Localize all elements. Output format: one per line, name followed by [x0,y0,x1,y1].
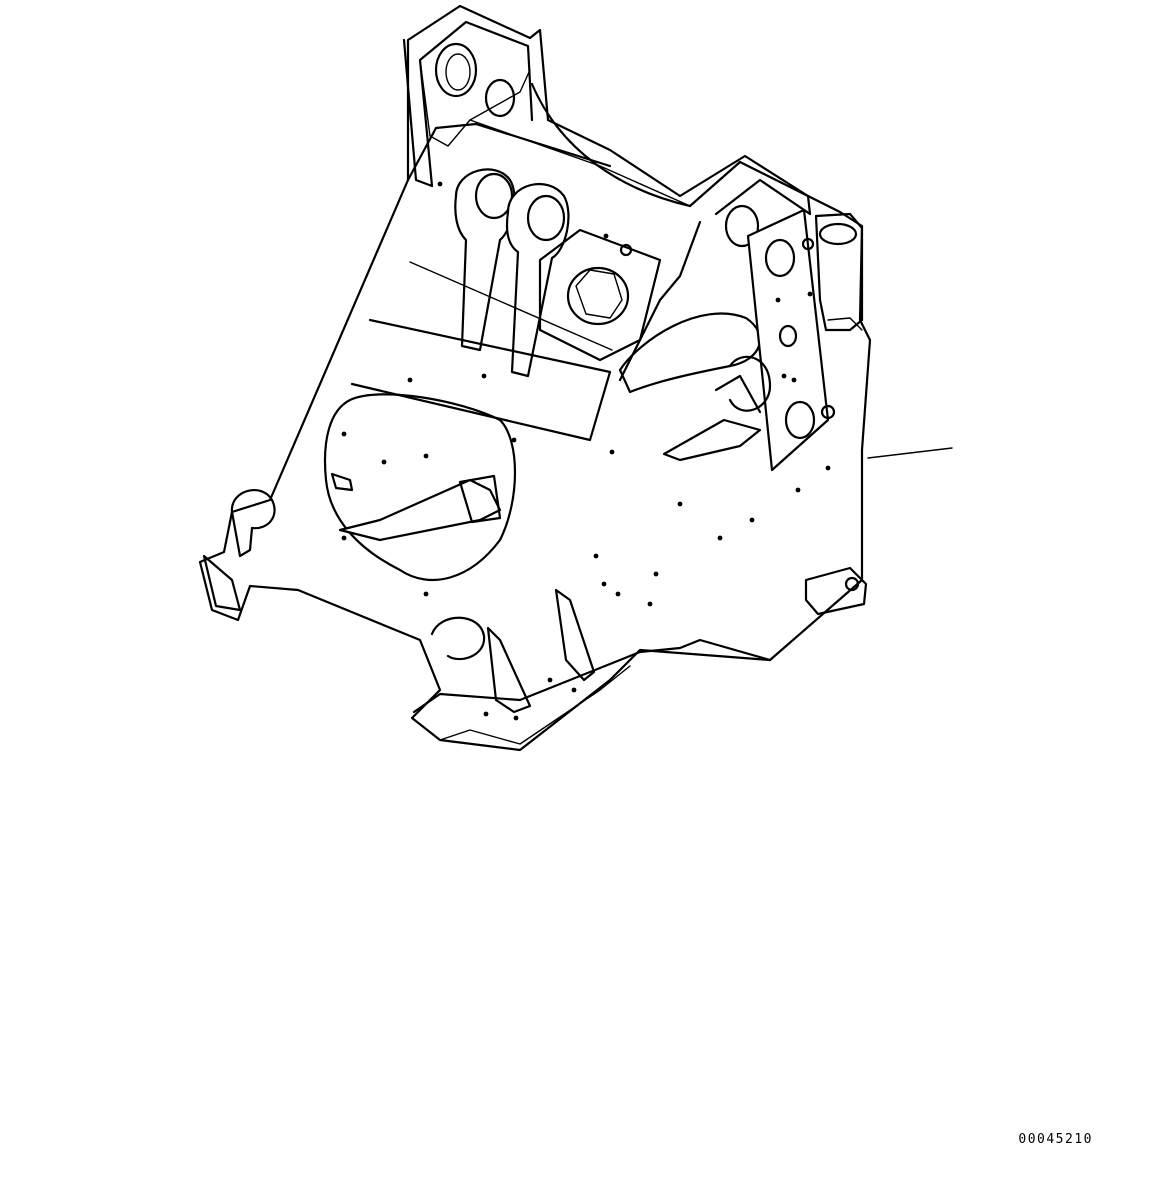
right-plate-hole-mid [778,324,798,348]
left-upper-pin [484,78,516,118]
center-plug [619,243,633,257]
bolt-dot [483,711,489,717]
right-bracket-hole [844,576,860,592]
bolt-dot [647,601,653,607]
rear-pivot-bore [818,222,858,246]
bolt-dot [593,553,599,559]
bolt-dot [481,373,487,379]
leader-line [867,447,953,459]
inner-bracket [338,478,502,542]
bolt-dot [571,687,577,693]
bolt-dot [677,501,683,507]
right-boss-plate [505,182,570,378]
front-panel [350,318,612,442]
bolt-dot [791,377,797,383]
bolt-dot [341,431,347,437]
right-plate-hole-bottom [784,400,816,440]
rear-pivot-block [814,212,864,332]
center-box-hole-inner [575,269,623,319]
center-hinge [728,355,772,412]
right-plate-bolt-bottom [820,404,836,420]
left-tower-bore [434,42,478,98]
bolt-dot [511,437,517,443]
left-foot [202,554,242,612]
oval-opening [323,393,517,582]
bolt-dot [781,373,787,379]
bolt-dot [807,291,813,297]
bottom-base-plate [412,638,772,714]
bolt-dot [407,377,413,383]
bolt-dot [381,459,387,465]
center-hinge-body [714,374,762,414]
bolt-dot [795,487,801,493]
center-box-hole [566,266,630,326]
left-ear [230,489,276,558]
drawing-number: 00045210 [1018,1132,1093,1147]
bolt-dot [423,453,429,459]
bolt-dot [609,449,615,455]
left-tower-bore-inner [445,53,471,91]
bolt-dot [547,677,553,683]
lower-left-ring [430,616,486,661]
bolt-dot [423,591,429,597]
bottom-base-lower [439,665,631,745]
bolt-dot [341,535,347,541]
bolt-dot [717,535,723,541]
frame-outline [198,4,872,752]
bolt-dot [513,715,519,721]
bolt-dot [437,181,443,187]
right-boss-bore [526,194,566,242]
right-tower-bore [724,204,760,248]
bolt-dot [603,233,609,239]
bolt-dot [825,465,831,471]
bottom-gusset-left [486,626,532,714]
front-upper-edge [406,122,612,182]
bottom-gusset-right [554,588,596,682]
bolt-dot [653,571,659,577]
inner-tab [330,472,354,492]
bolt-dot [775,297,781,303]
diagonal-strut [662,418,762,462]
inner-bracket-lug [458,474,502,524]
right-plate-bolt-top [801,237,815,251]
right-lower-bracket [804,566,868,616]
bolt-dot [615,591,621,597]
bolt-dot [601,581,607,587]
rear-pivot-lip [827,317,863,331]
left-tower-inner [419,59,531,147]
right-tower-outer [688,160,812,216]
bolt-dot [749,517,755,523]
front-panel-top [409,261,613,351]
right-plate-hole-top [764,238,796,278]
